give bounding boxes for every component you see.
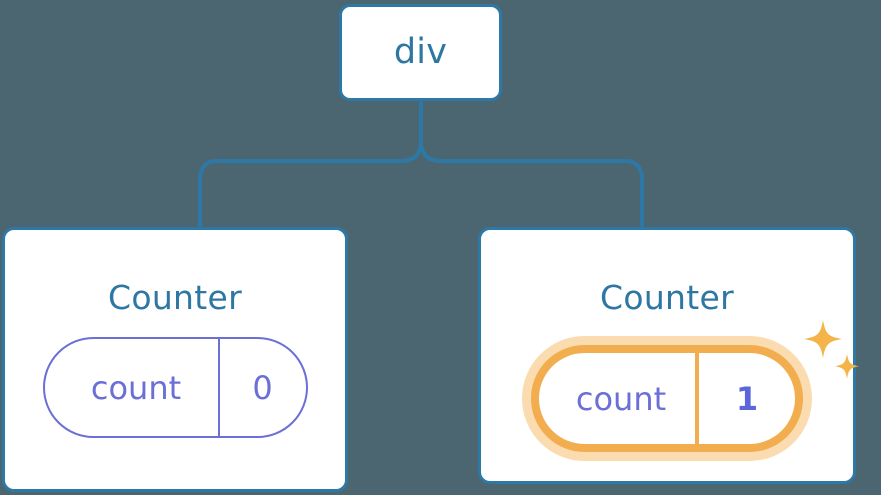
state-value-label: 1 — [735, 379, 759, 418]
counter-left-title: Counter — [108, 278, 242, 317]
edge-to-counter-right — [419, 139, 644, 227]
edge-to-counter-left — [198, 139, 423, 227]
sparkle-small-icon — [835, 354, 859, 379]
counter-right-title: Counter — [600, 278, 734, 317]
state-key-label: count — [45, 339, 220, 436]
node-div[interactable]: div — [339, 4, 502, 101]
node-div-label: div — [393, 32, 448, 72]
node-counter-right[interactable]: Counter count 1 — [478, 227, 859, 484]
state-key-label: count — [539, 353, 699, 444]
state-value-label: 0 — [252, 368, 273, 407]
node-counter-left[interactable]: Counter count 0 — [2, 227, 348, 492]
state-pill-right[interactable]: count 1 — [531, 345, 803, 452]
state-pill-left[interactable]: count 0 — [42, 337, 308, 438]
sparkle-large-icon — [804, 320, 842, 358]
state-pill-right-wrapper: count 1 — [522, 320, 859, 461]
